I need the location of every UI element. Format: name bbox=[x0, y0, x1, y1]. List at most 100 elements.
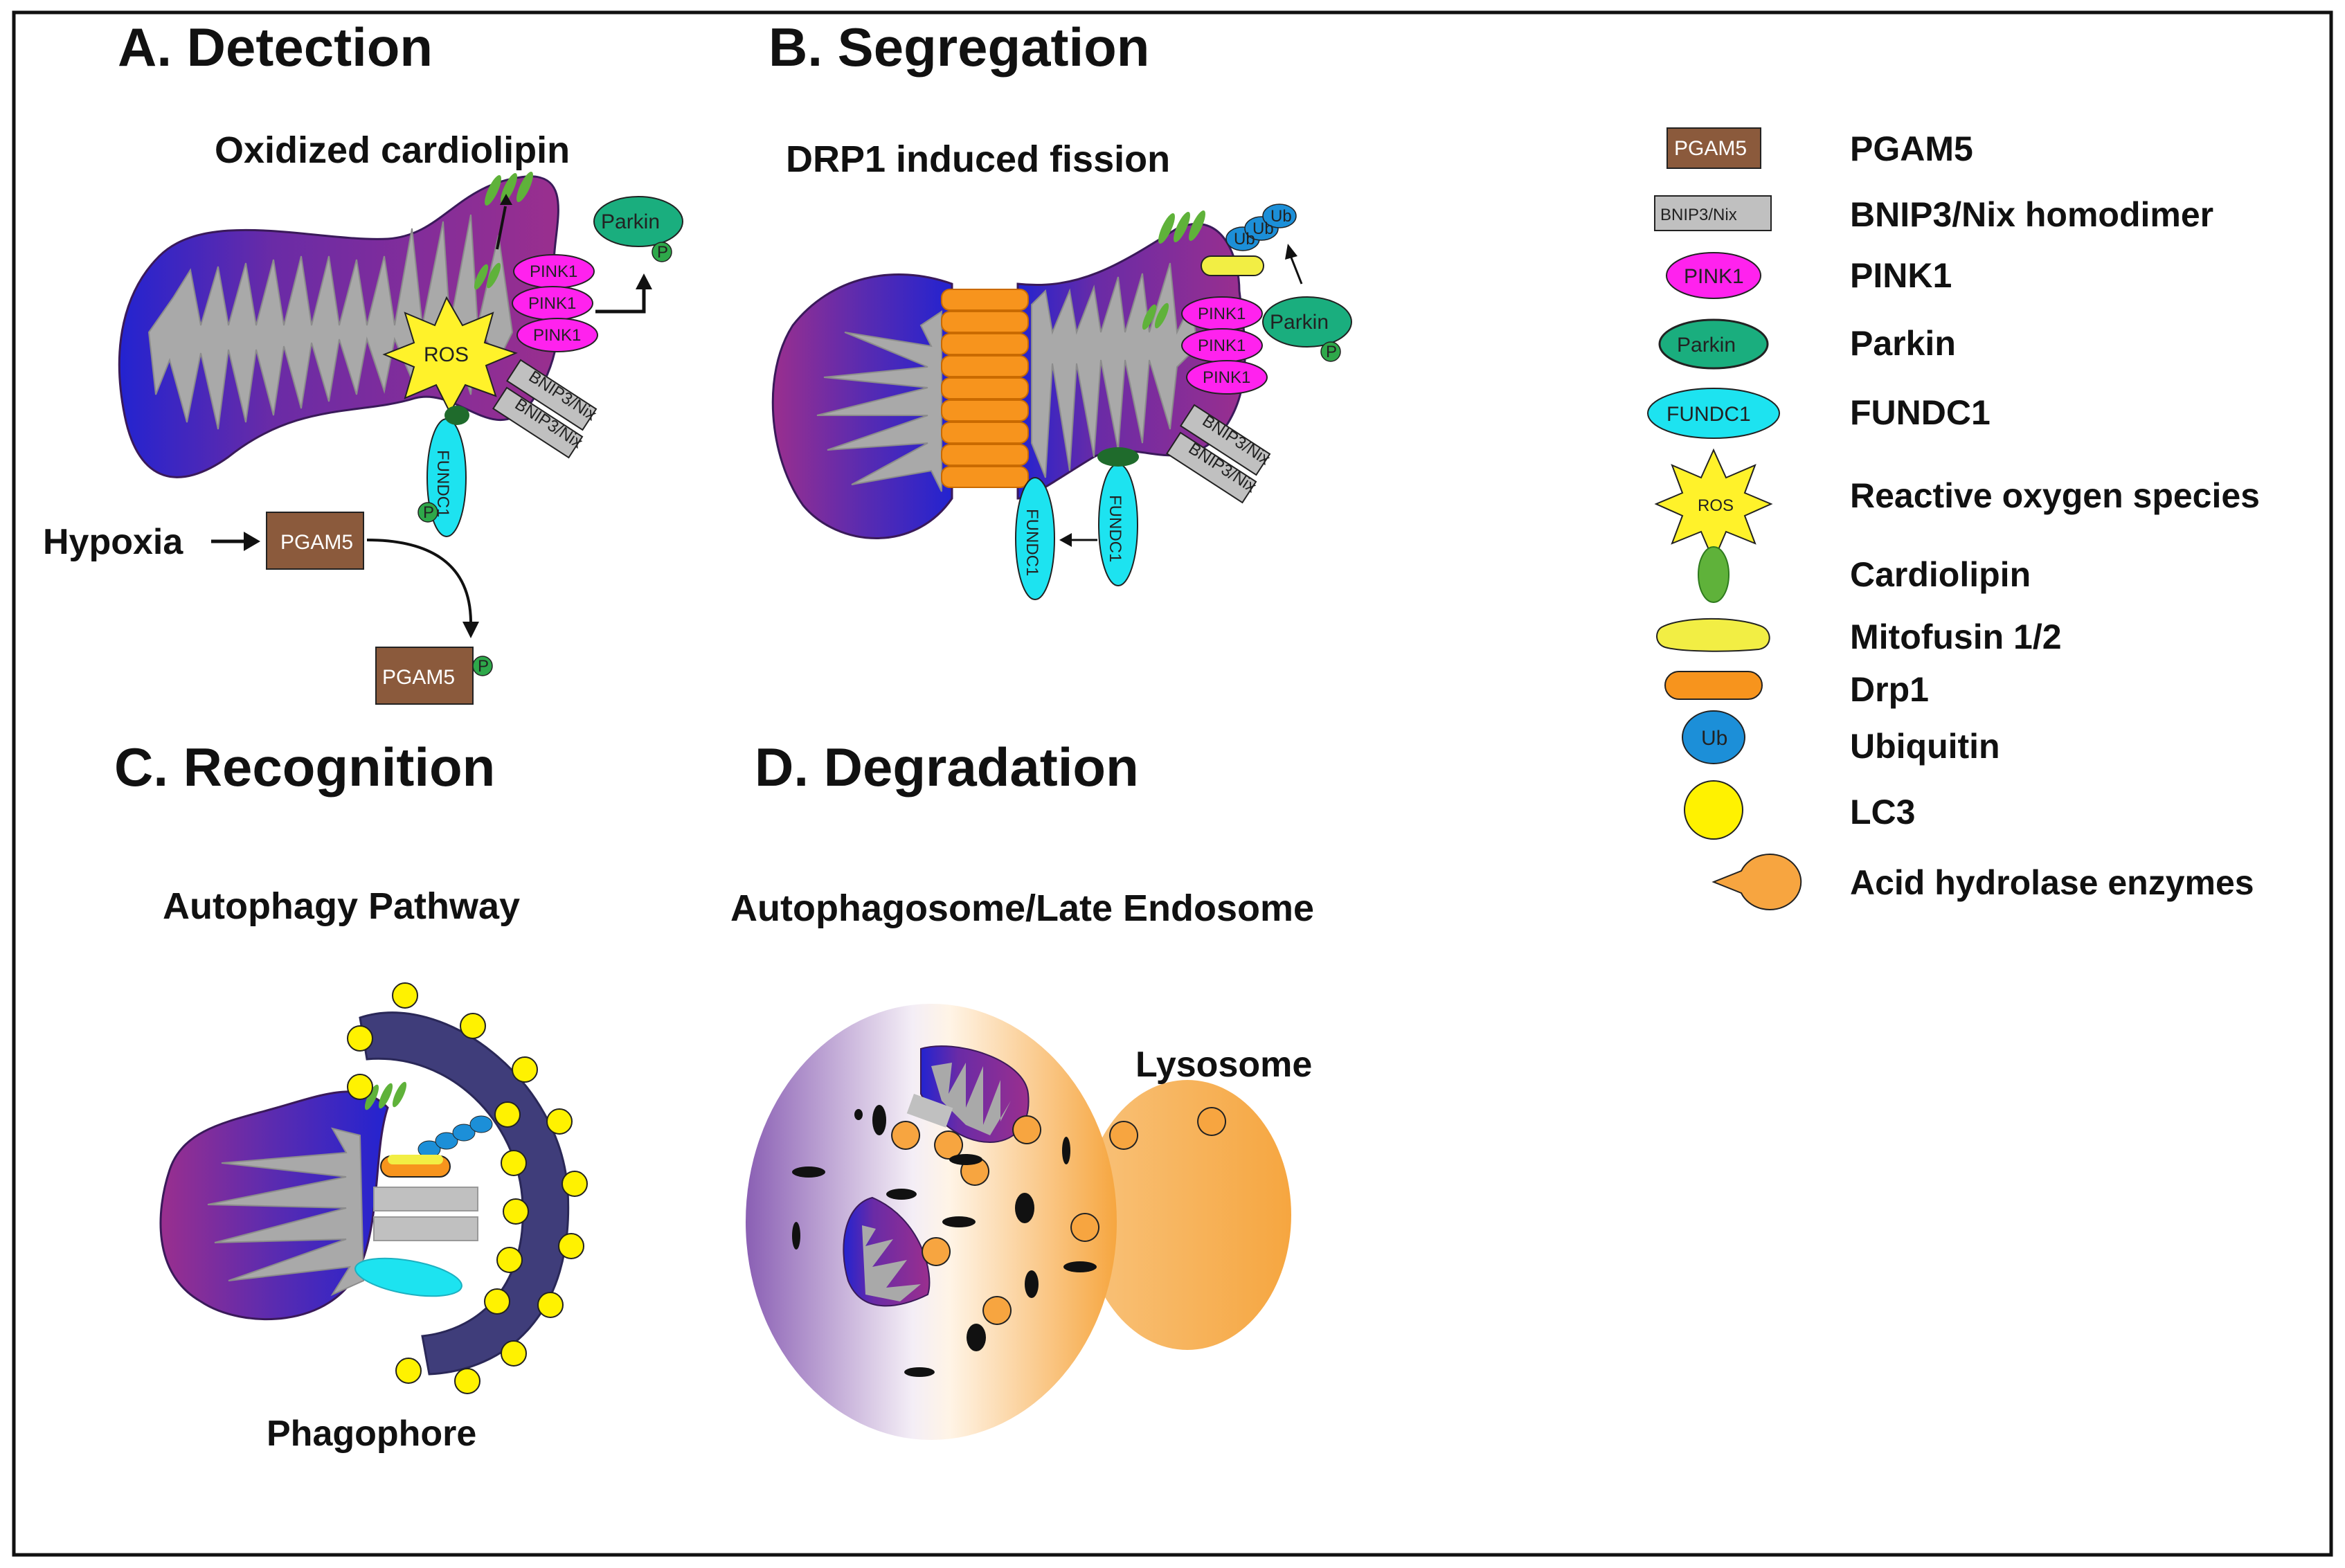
ub-chain-c bbox=[417, 1115, 493, 1158]
pink1-a-label-1: PINK1 bbox=[530, 262, 577, 281]
phagophore-label: Phagophore bbox=[267, 1414, 476, 1454]
panel-b-subtitle: DRP1 induced fission bbox=[786, 138, 1170, 180]
degraded-cristae-2 bbox=[862, 1225, 921, 1301]
legend-icon-ubiquitin bbox=[1682, 710, 1745, 764]
lc3-beads bbox=[347, 982, 588, 1394]
pink1-b-label-2: PINK1 bbox=[1198, 336, 1246, 355]
pgam5-a-2 bbox=[375, 647, 474, 705]
phospho-fundc1-a bbox=[417, 502, 438, 523]
legend-icon-pgam5 bbox=[1666, 127, 1761, 169]
ros-label-a: ROS bbox=[424, 343, 469, 366]
legend-icon-text-fundc1: FUNDC1 bbox=[1666, 403, 1751, 426]
legend-icon-text-parkin: Parkin bbox=[1677, 334, 1736, 357]
panel-d-subtitle: Autophagosome/Late Endosome bbox=[730, 887, 1314, 929]
legend-icon-text-pink1: PINK1 bbox=[1684, 265, 1744, 288]
legend-icon-mitofusin bbox=[1656, 618, 1770, 652]
parkin-b-label: Parkin bbox=[1270, 311, 1329, 334]
legend-item-hydrolase: Acid hydrolase enzymes bbox=[1711, 854, 2254, 910]
legend-item-mitofusin: Mitofusin 1/2 bbox=[1656, 618, 2062, 656]
ub-b-label-2: Ub bbox=[1252, 219, 1274, 238]
hydrolases bbox=[891, 1107, 1226, 1325]
pgam5-a-label-2: PGAM5 bbox=[382, 666, 455, 689]
panel-b-title: B. Segregation bbox=[769, 17, 1149, 78]
cristae-a bbox=[147, 214, 514, 430]
phospho-parkin-b-label: P bbox=[1326, 343, 1337, 361]
legend-label-pgam5: PGAM5 bbox=[1850, 129, 1973, 168]
lysosome-label: Lysosome bbox=[1135, 1045, 1312, 1085]
legend-label-ubiquitin: Ubiquitin bbox=[1850, 727, 2000, 766]
panel-c-subtitle: Autophagy Pathway bbox=[163, 885, 520, 927]
phospho-parkin-a-label: P bbox=[657, 243, 668, 262]
phospho-pgam5-a-label: P bbox=[478, 657, 489, 676]
arrow-cardiolipin-a bbox=[496, 206, 507, 250]
phospho-parkin-b bbox=[1320, 341, 1341, 362]
panel-b: B. Segregation DRP1 induced fission bbox=[769, 17, 1352, 600]
panel-d: D. Degradation Autophagosome/Late Endoso… bbox=[730, 737, 1314, 1440]
pink1-a-label-3: PINK1 bbox=[533, 326, 581, 345]
legend-icon-parkin bbox=[1658, 318, 1769, 370]
legend-item-ubiquitin: Ub Ubiquitin bbox=[1682, 710, 2000, 766]
phospho-pgam5-a bbox=[472, 656, 493, 676]
phospho-fundc1-a-label: P bbox=[423, 503, 434, 522]
arrowhead-fundc1-b bbox=[1059, 533, 1072, 547]
legend-item-ros: ROS Reactive oxygen species bbox=[1654, 448, 2260, 563]
fundc1-b-anchor bbox=[1097, 447, 1139, 467]
panel-d-title: D. Degradation bbox=[755, 737, 1139, 797]
bnip3-c-2 bbox=[373, 1216, 478, 1241]
legend-label-parkin: Parkin bbox=[1850, 324, 1956, 363]
legend-item-fundc1: FUNDC1 FUNDC1 bbox=[1647, 388, 1991, 439]
legend-item-cardiolipin: Cardiolipin bbox=[1698, 546, 2031, 603]
pink1-b-label-3: PINK1 bbox=[1203, 368, 1250, 387]
pink1-b-3 bbox=[1186, 360, 1268, 395]
legend-icon-pink1 bbox=[1666, 252, 1761, 299]
parkin-a-label: Parkin bbox=[601, 210, 660, 233]
legend-label-lc3: LC3 bbox=[1850, 793, 1915, 831]
panel-a: A. Detection Oxidized cardiolipin ROS PI… bbox=[43, 17, 683, 705]
ub-chain-b bbox=[1225, 204, 1297, 251]
parkin-a bbox=[593, 196, 683, 247]
panel-c-title: C. Recognition bbox=[114, 737, 495, 797]
legend-label-ros: Reactive oxygen species bbox=[1850, 476, 2260, 515]
legend-icon-text-pgam5: PGAM5 bbox=[1674, 137, 1747, 160]
fundc1-b-label-2: FUNDC1 bbox=[1106, 495, 1124, 562]
degraded-bnip3 bbox=[906, 1094, 953, 1128]
panel-c: C. Recognition Autophagy Pathway bbox=[114, 737, 588, 1454]
hypoxia-label: Hypoxia bbox=[43, 522, 183, 562]
legend-icon-hydrolase bbox=[1711, 854, 1802, 910]
legend-label-drp1: Drp1 bbox=[1850, 670, 1929, 709]
mitofusin-c-top bbox=[388, 1155, 443, 1164]
panel-a-title: A. Detection bbox=[118, 17, 433, 78]
pink1-b-label-1: PINK1 bbox=[1198, 305, 1246, 323]
legend-item-parkin: Parkin Parkin bbox=[1658, 318, 1956, 370]
legend: PGAM5 PGAM5 BNIP3/Nix BNIP3/Nix homodime… bbox=[1647, 127, 2260, 910]
arrow-pink1-parkin-a bbox=[595, 287, 646, 314]
fundc1-a-anchor bbox=[444, 406, 469, 425]
panel-a-subtitle: Oxidized cardiolipin bbox=[215, 129, 570, 171]
arrowhead-cardiolipin-a bbox=[500, 194, 512, 205]
legend-label-fundc1: FUNDC1 bbox=[1850, 393, 1991, 432]
legend-item-pink1: PINK1 PINK1 bbox=[1666, 252, 1952, 299]
legend-icon-lc3 bbox=[1684, 780, 1743, 840]
fundc1-a-label: FUNDC1 bbox=[433, 450, 452, 517]
legend-label-mitofusin: Mitofusin 1/2 bbox=[1850, 618, 2062, 656]
legend-label-cardiolipin: Cardiolipin bbox=[1850, 555, 2031, 594]
pink1-a-3 bbox=[516, 318, 598, 352]
arrow-parkin-ub-b bbox=[1290, 257, 1303, 285]
legend-item-pgam5: PGAM5 PGAM5 bbox=[1666, 127, 1973, 169]
fundc1-c bbox=[354, 1257, 462, 1297]
arrowhead-pgam5-phospho bbox=[462, 622, 479, 638]
cardiolipin-a bbox=[474, 172, 533, 290]
arrowhead-pink1-parkin-a bbox=[636, 273, 652, 289]
legend-icon-text-bnip3: BNIP3/Nix bbox=[1660, 206, 1737, 224]
legend-icon-fundc1 bbox=[1647, 388, 1780, 439]
bnip3-b-2 bbox=[1166, 431, 1257, 504]
parkin-b bbox=[1262, 296, 1352, 348]
pgam5-a-1 bbox=[266, 512, 364, 570]
bnip3-b-1 bbox=[1180, 404, 1271, 476]
legend-item-lc3: LC3 bbox=[1684, 780, 1915, 840]
bnip3-a-1 bbox=[506, 359, 598, 431]
cristae-b-left bbox=[816, 310, 942, 492]
ub-b-label-1: Ub bbox=[1234, 230, 1255, 249]
fundc1-b-label-1: FUNDC1 bbox=[1023, 509, 1041, 576]
lysosome-small bbox=[1084, 1080, 1291, 1350]
